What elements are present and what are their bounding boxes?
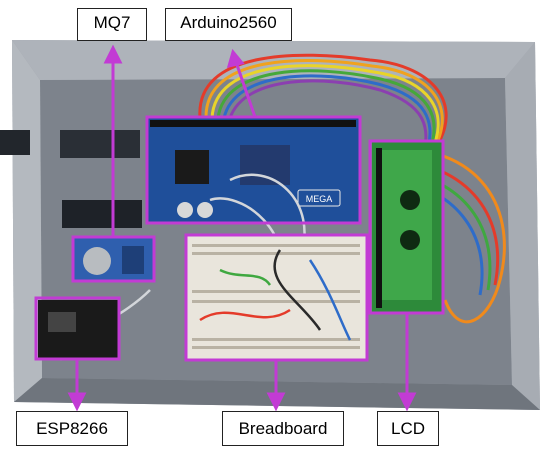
capacitor [197,202,213,218]
lcd-blob [400,230,420,250]
arrow-head [67,392,87,412]
label-lcd: LCD [377,411,439,446]
arduino-chip [175,150,209,184]
hole-row [192,252,360,255]
wire [198,53,448,141]
power-jack [62,200,142,228]
mega-print: MEGA [306,194,333,204]
label-mq7: MQ7 [77,8,147,41]
breadboard-jumpers [199,249,352,341]
wire [228,79,428,166]
hole-row [192,300,360,303]
wire [222,74,432,161]
arrow-head [266,392,286,412]
label-breadboard: Breadboard [222,411,344,446]
label-arduino: Arduino2560 [165,8,292,41]
jumper [273,249,322,331]
capacitor [177,202,193,218]
hole-row [192,338,360,341]
arrows [67,44,417,412]
jumper [308,259,352,341]
arrow-arduino [234,61,257,118]
label-arduino-text: Arduino2560 [180,13,277,32]
mq7-module [122,246,144,274]
enclosure-right-wall [505,42,540,410]
usb-connector [60,130,140,158]
arrow-head [103,44,123,64]
hole-row [192,346,360,349]
cable-left [0,130,30,155]
label-mq7-text: MQ7 [93,13,131,32]
jumper [219,268,272,286]
wire [204,58,444,146]
lcd-blob [400,190,420,210]
label-esp-text: ESP8266 [36,419,108,438]
mega-text-frame [297,189,341,207]
lcd-header [376,148,382,308]
hole-row [192,244,360,247]
breadboard-holes [192,244,360,349]
arrow-head [226,48,245,69]
wire [216,69,436,156]
lcd-panel [382,150,432,300]
mq7-sensor-head [83,247,111,275]
label-breadboard-text: Breadboard [238,419,328,438]
wire [210,64,440,151]
arduino-header-top [150,120,356,127]
arrow-head [397,392,417,412]
enclosure-top-wall [12,40,535,80]
jumper [199,308,291,322]
esp-chip [48,312,76,332]
hole-row [192,290,360,293]
arduino-mcu [240,145,290,185]
label-lcd-text: LCD [390,419,425,438]
label-esp: ESP8266 [16,411,128,446]
